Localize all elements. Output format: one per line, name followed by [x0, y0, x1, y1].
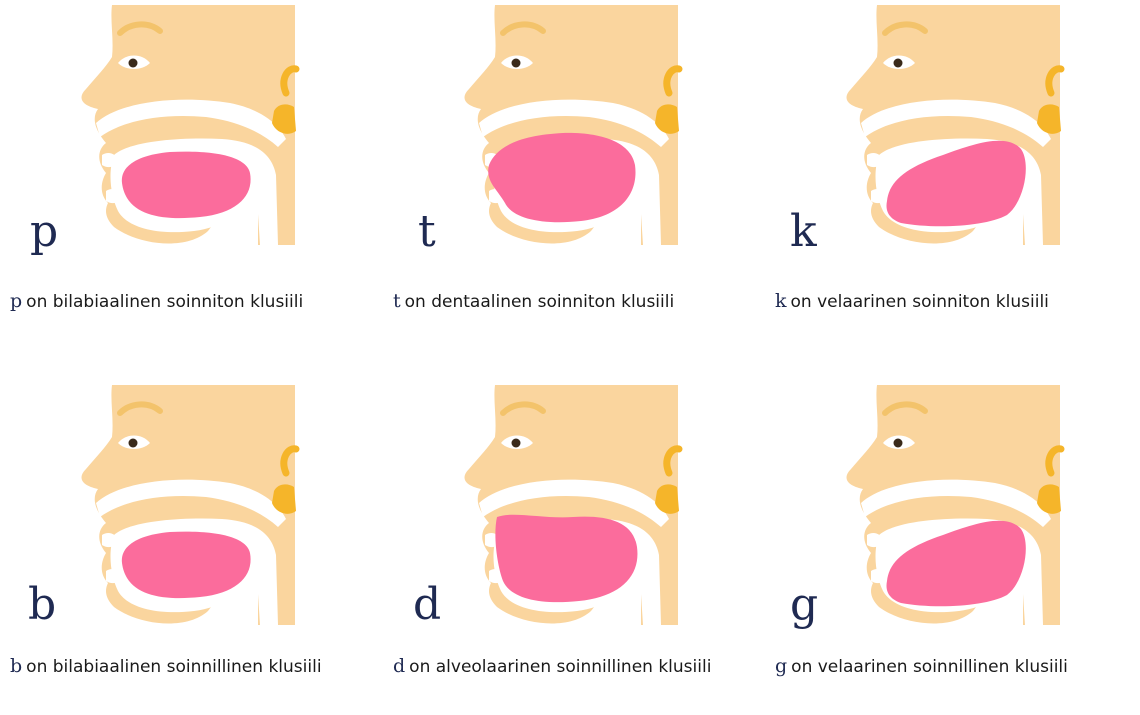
caption-symbol: t	[393, 290, 401, 312]
head-profile-icon	[393, 5, 723, 255]
caption-symbol: k	[775, 290, 787, 312]
eye-icon	[512, 439, 521, 448]
caption-symbol: d	[393, 655, 405, 677]
symbol-letter: d	[413, 583, 441, 627]
caption-text: on velaarinen soinnillinen klusiili	[791, 657, 1068, 677]
symbol-letter: p	[30, 210, 58, 254]
caption-text: on bilabiaalinen soinniton klusiili	[26, 292, 303, 312]
tongue-icon	[495, 515, 637, 602]
eye-icon	[129, 59, 138, 68]
caption-text: on velaarinen soinniton klusiili	[791, 292, 1049, 312]
eye-icon	[894, 59, 903, 68]
caption-symbol: p	[10, 290, 22, 312]
head-profile-icon	[10, 5, 340, 255]
head-profile-icon	[393, 385, 723, 635]
caption-text: on dentaalinen soinniton klusiili	[405, 292, 675, 312]
caption-text: on bilabiaalinen soinnillinen klusiili	[26, 657, 321, 677]
tongue-icon	[122, 532, 251, 599]
symbol-letter: b	[28, 583, 56, 627]
head-profile-icon	[10, 385, 340, 635]
eye-icon	[129, 439, 138, 448]
caption-text: on alveolaarinen soinnillinen klusiili	[409, 657, 711, 677]
symbol-letter: t	[418, 210, 436, 254]
eye-icon	[894, 439, 903, 448]
head-profile-icon	[775, 385, 1105, 635]
tongue-icon	[122, 152, 251, 219]
tongue-icon	[488, 133, 635, 222]
caption-symbol: g	[775, 655, 787, 677]
symbol-letter: g	[790, 583, 818, 627]
eye-icon	[512, 59, 521, 68]
symbol-letter: k	[790, 210, 817, 254]
head-profile-icon	[775, 5, 1105, 255]
caption-symbol: b	[10, 655, 22, 677]
